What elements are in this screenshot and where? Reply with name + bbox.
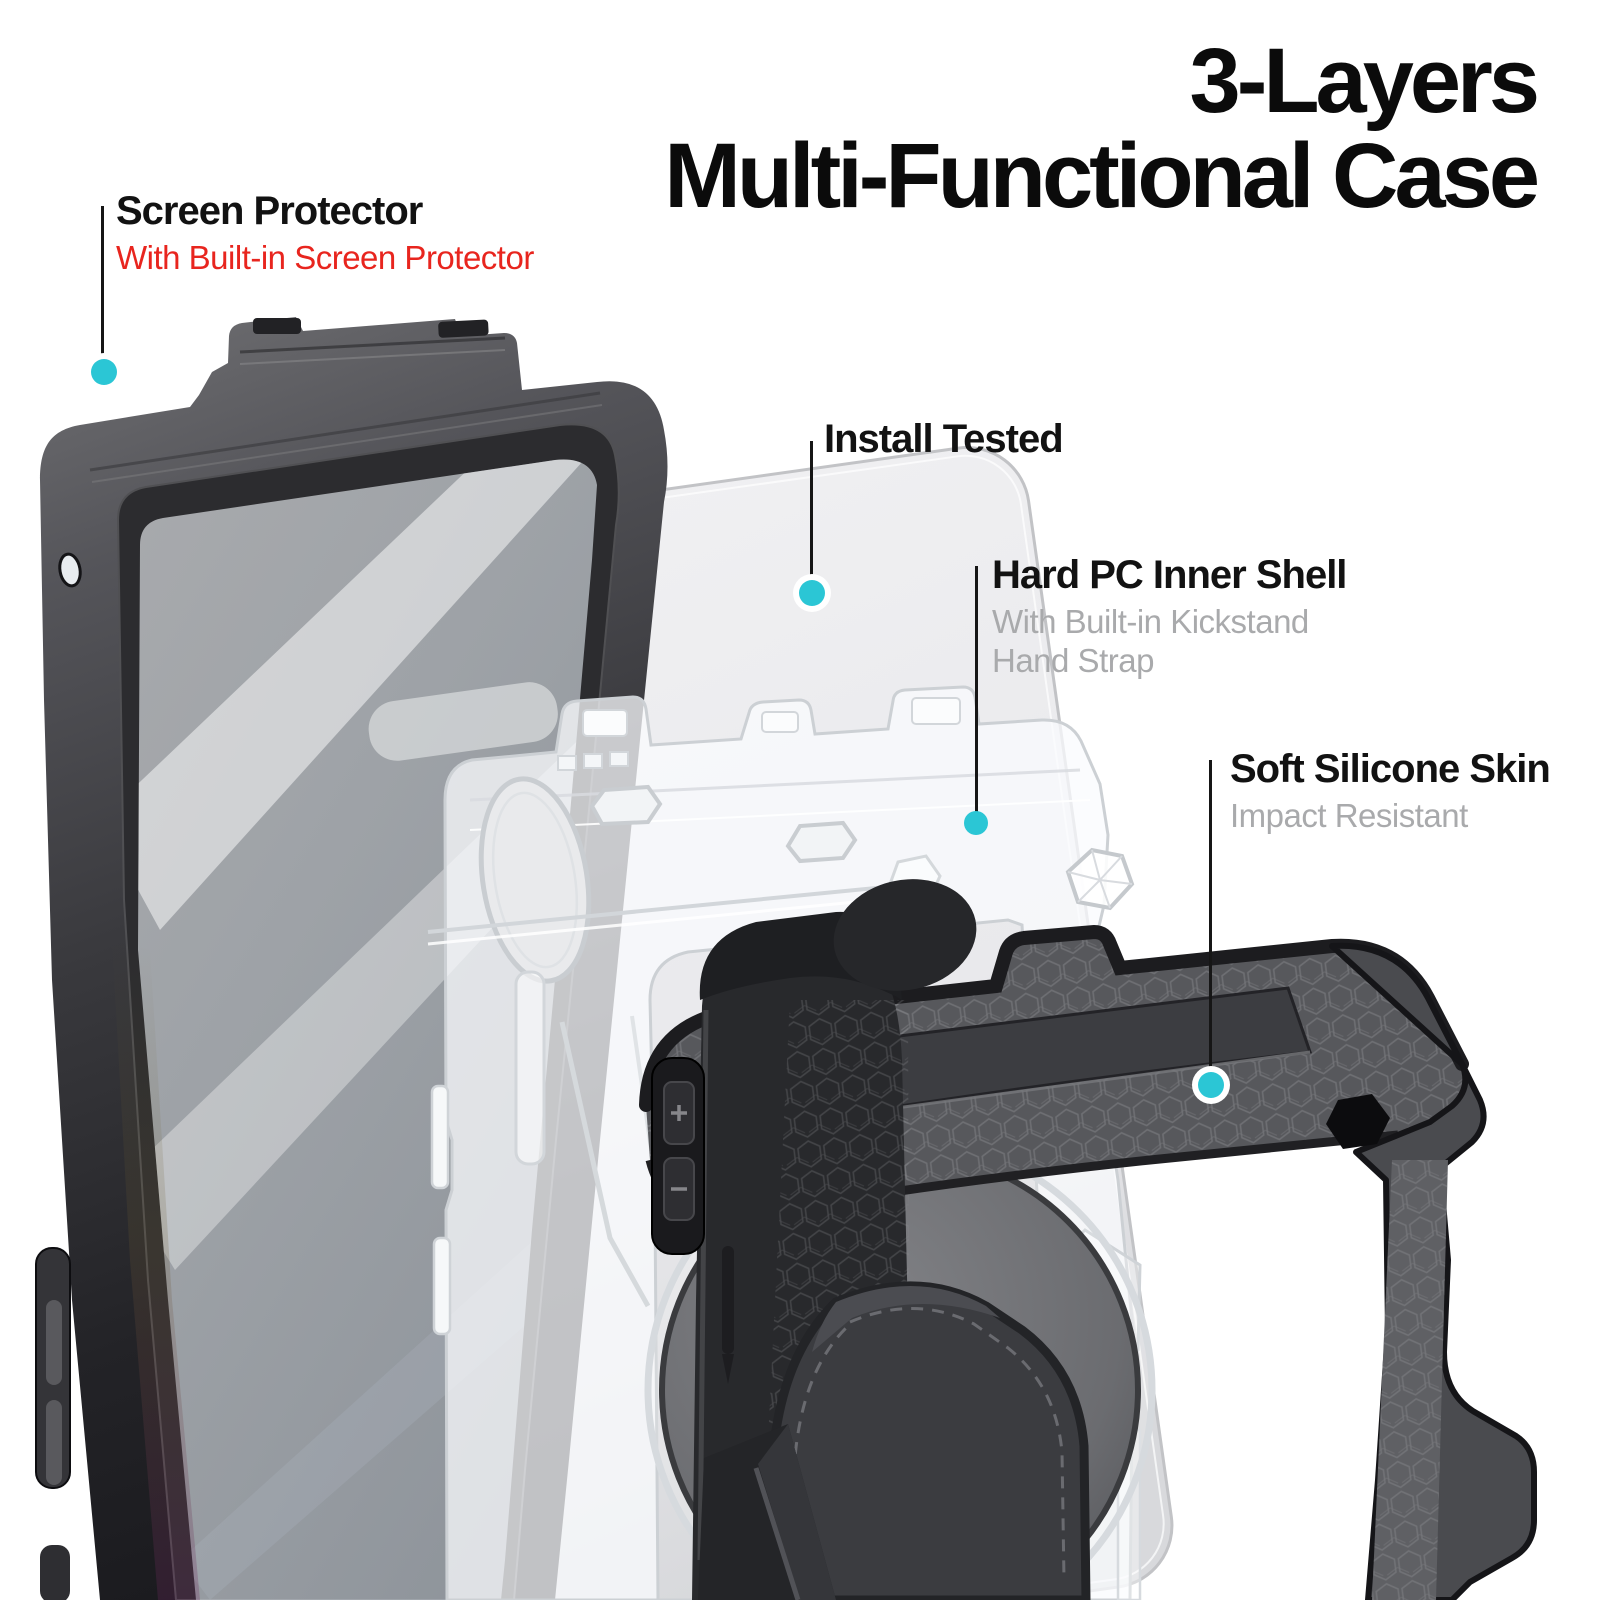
callout-leader-line	[975, 566, 978, 812]
callout-leader-line	[101, 206, 104, 357]
case-top-tab	[253, 318, 301, 334]
hand-strap	[763, 1281, 1091, 1600]
callout-sublabel: With Built-in Kickstand Hand Strap	[992, 603, 1346, 681]
silicone-hook	[833, 879, 977, 991]
case-top-tab	[438, 319, 489, 338]
callout-label: Screen Protector	[116, 189, 423, 233]
case-pencil-hole	[58, 552, 82, 588]
title-line-1: 3-Layers	[1189, 30, 1540, 132]
callout-dot-screen-protector	[91, 359, 117, 385]
callout-sublabel: With Built-in Screen Protector	[116, 239, 534, 277]
callout-label: Soft Silicone Skin	[1230, 747, 1551, 791]
callout-label: Hard PC Inner Shell	[992, 553, 1347, 597]
shell-crystal-hex	[1065, 847, 1135, 911]
shell-cutout	[589, 784, 663, 827]
callout-soft-silicone-skin: Soft Silicone Skin Impact Resistant	[1230, 747, 1551, 836]
callout-label: Install Tested	[824, 417, 1064, 461]
kickstand-foot	[698, 1424, 836, 1600]
page-title: 3-Layers Multi-Functional Case	[664, 30, 1540, 227]
callout-dot-soft-silicone-skin	[1198, 1072, 1224, 1098]
strap-stitching	[849, 1307, 1066, 1581]
silicone-skin	[639, 879, 1537, 1600]
silicone-volume-button-bar	[651, 1057, 734, 1384]
callout-leader-line	[810, 441, 813, 580]
shell-cutout	[785, 820, 858, 864]
title-line-2: Multi-Functional Case	[664, 124, 1540, 227]
callout-install-tested: Install Tested	[824, 417, 1064, 461]
callout-leader-line	[1209, 760, 1212, 1072]
callout-dot-install-tested	[799, 580, 825, 606]
callout-hard-pc-inner-shell: Hard PC Inner Shell With Built-in Kickst…	[992, 553, 1347, 681]
silicone-hex-hole	[1326, 1094, 1390, 1149]
callout-sublabel-line-1: With Built-in Kickstand	[992, 603, 1309, 641]
callout-sublabel-line-2: Hand Strap	[992, 642, 1154, 680]
callout-dot-hard-pc-inner-shell	[964, 811, 988, 835]
silicone-right-bar	[1326, 942, 1537, 1600]
callout-sublabel: Impact Resistant	[1230, 797, 1468, 835]
callout-screen-protector: Screen Protector With Built-in Screen Pr…	[116, 189, 534, 278]
case-port-bump	[40, 1545, 70, 1600]
